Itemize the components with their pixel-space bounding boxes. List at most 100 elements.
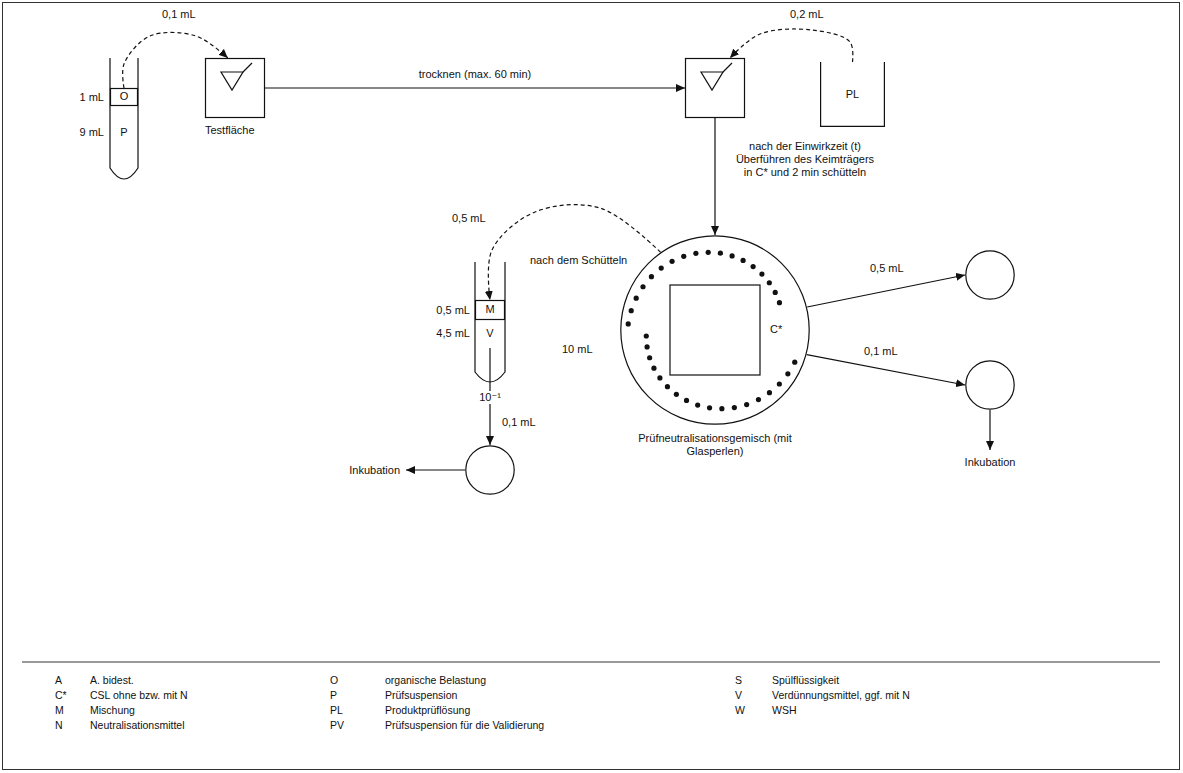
glass-bead (684, 398, 689, 403)
process-arrow (265, 87, 685, 88)
test-suspension-layer: P (110, 106, 138, 160)
transfer-arrow (730, 29, 853, 62)
node-label: Testfläche (205, 124, 255, 137)
legend-text: Prüfsuspension für die Validierung (385, 719, 544, 732)
glass-bead (729, 253, 734, 258)
legend-text: organische Belastung (385, 674, 486, 687)
outer-frame (3, 3, 1180, 770)
glass-bead (767, 390, 772, 395)
drop-symbol (723, 63, 732, 72)
legend-text: CSL ohne bzw. mit N (90, 689, 188, 702)
node-label: O (110, 90, 138, 103)
germ-carrier (670, 285, 760, 375)
process-arrow (714, 118, 715, 235)
legend-text: Mischung (90, 704, 135, 717)
node-label: PL (820, 88, 885, 101)
glass-bead (626, 321, 631, 326)
legend-key: C* (55, 689, 67, 702)
diluent-layer: V (475, 320, 505, 348)
glass-bead (669, 259, 674, 264)
germ-carrier (685, 58, 745, 118)
legend-key: N (55, 719, 63, 732)
glass-bead (773, 290, 778, 295)
drop-symbol (221, 72, 243, 90)
agar-plate (465, 445, 515, 495)
legend-key: A (55, 674, 62, 687)
transfer-arrow (123, 32, 228, 88)
legend-key: W (735, 704, 745, 717)
legend-key: PV (330, 719, 344, 732)
volume-label: 0,5 mL (436, 304, 470, 317)
glass-bead (657, 375, 662, 380)
node-caption: 10 mL (562, 343, 593, 356)
glass-bead (751, 264, 756, 269)
glass-bead (649, 274, 654, 279)
transfer-arrow (488, 205, 660, 300)
edge-label: trocknen (max. 60 min) (417, 68, 533, 81)
node-outline (205, 58, 265, 118)
edge-label: 0,1 mL (500, 416, 538, 429)
glass-bead (634, 296, 639, 301)
legend-text: Verdünnungsmittel, ggf. mit N (772, 689, 910, 702)
glass-bead (665, 384, 670, 389)
glass-bead (732, 405, 737, 410)
product-solution-beaker: PL (820, 62, 885, 127)
glass-bead (759, 271, 764, 276)
glass-bead (674, 392, 679, 397)
test-tube (110, 58, 138, 179)
incubation-arrow (406, 469, 465, 470)
glass-bead (693, 251, 698, 256)
organic-load-layer: O (110, 88, 138, 106)
glass-bead (792, 360, 797, 365)
legend-text: Prüfsuspension (385, 689, 457, 702)
node-label: C* (770, 323, 782, 336)
step-label: Inkubation (349, 464, 400, 477)
node-caption: Prüfneutralisationsgemisch (mit Glasperl… (635, 432, 795, 458)
node-outline (965, 360, 1015, 410)
glass-bead (659, 266, 664, 271)
dilution-label: 10⁻¹ (477, 391, 503, 404)
volume-label: 1 mL (80, 91, 104, 104)
drop-symbol (701, 72, 723, 90)
legend-text: A. bidest. (90, 674, 134, 687)
glass-bead (719, 406, 724, 411)
legend-text: Produktprüflösung (385, 704, 470, 717)
step-label: Inkubation (965, 456, 1016, 469)
drop-symbol (243, 63, 252, 72)
glass-bead (756, 397, 761, 402)
legend-key: O (330, 674, 338, 687)
agar-plate (965, 250, 1015, 300)
glass-bead (718, 251, 723, 256)
edge-label: nach dem Schütteln (528, 254, 629, 267)
glass-bead (629, 308, 634, 313)
legend-text: Neutralisationsmittel (90, 719, 185, 732)
glass-bead (777, 381, 782, 386)
legend-rule (22, 662, 1160, 663)
legend-key: PL (330, 704, 343, 717)
volume-label: 0,5 mL (452, 212, 486, 225)
edge-label: 0,1 mL (862, 345, 900, 358)
edge-label: 0,5 mL (868, 262, 906, 275)
edge-label: nach der Einwirkzeit (t) Überführen des … (733, 140, 877, 180)
node-label: P (110, 126, 138, 139)
legend-key: V (735, 689, 742, 702)
volume-label: 4,5 mL (436, 327, 470, 340)
glass-bead (767, 280, 772, 285)
glass-bead (647, 355, 652, 360)
process-arrow (807, 275, 965, 307)
volume-label: 9 mL (80, 126, 104, 139)
legend-key: P (330, 689, 337, 702)
legend-text: WSH (772, 704, 797, 717)
glass-bead (744, 402, 749, 407)
glass-bead (640, 284, 645, 289)
glass-bead (777, 300, 782, 305)
glass-bead (706, 250, 711, 255)
legend-key: M (55, 704, 64, 717)
legend-text: Spülflüssigkeit (772, 674, 839, 687)
glass-bead (695, 402, 700, 407)
glass-bead (707, 405, 712, 410)
edge-label: 0,2 mL (788, 8, 826, 21)
